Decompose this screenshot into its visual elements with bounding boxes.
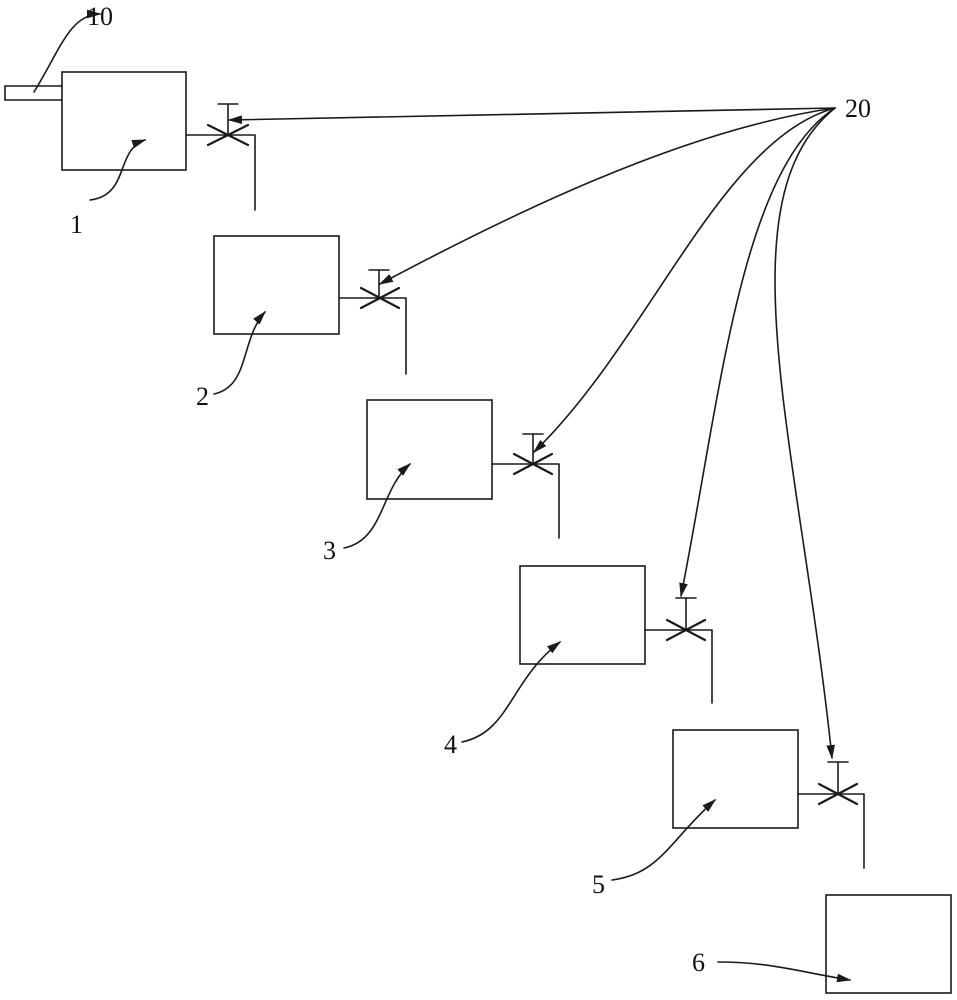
control-line-valve-2 [378, 107, 836, 285]
control-lines [227, 107, 836, 760]
leader-2 [213, 310, 266, 395]
label-10: 10 [87, 2, 113, 31]
tank-6 [825, 894, 952, 994]
leader-6 [717, 961, 852, 983]
leader-lines [33, 9, 852, 983]
leader-10 [33, 9, 102, 93]
control-line-valve-4 [679, 107, 836, 598]
tank-3 [366, 399, 560, 539]
leader-4 [461, 641, 562, 743]
label-20: 20 [845, 94, 871, 123]
label-3: 3 [323, 536, 336, 565]
label-6: 6 [692, 948, 705, 977]
label-2: 2 [196, 382, 209, 411]
valve-2 [359, 269, 401, 310]
label-5: 5 [592, 870, 605, 899]
valve-5 [817, 761, 859, 806]
control-line-valve-1 [227, 107, 836, 125]
tank-1 [61, 71, 256, 211]
control-line-valve-3 [532, 107, 836, 454]
tank-4 [519, 565, 713, 704]
leader-3 [343, 463, 412, 549]
label-1: 1 [70, 210, 83, 239]
leader-1 [89, 139, 147, 201]
valve-1 [206, 103, 250, 147]
leader-5 [611, 799, 717, 881]
control-line-valve-5 [774, 107, 836, 760]
tank-2 [213, 235, 407, 375]
inlet-pipe [4, 85, 63, 101]
label-4: 4 [444, 730, 457, 759]
tank-5 [672, 729, 865, 869]
valve-3 [512, 433, 554, 476]
valve-4 [665, 597, 707, 642]
